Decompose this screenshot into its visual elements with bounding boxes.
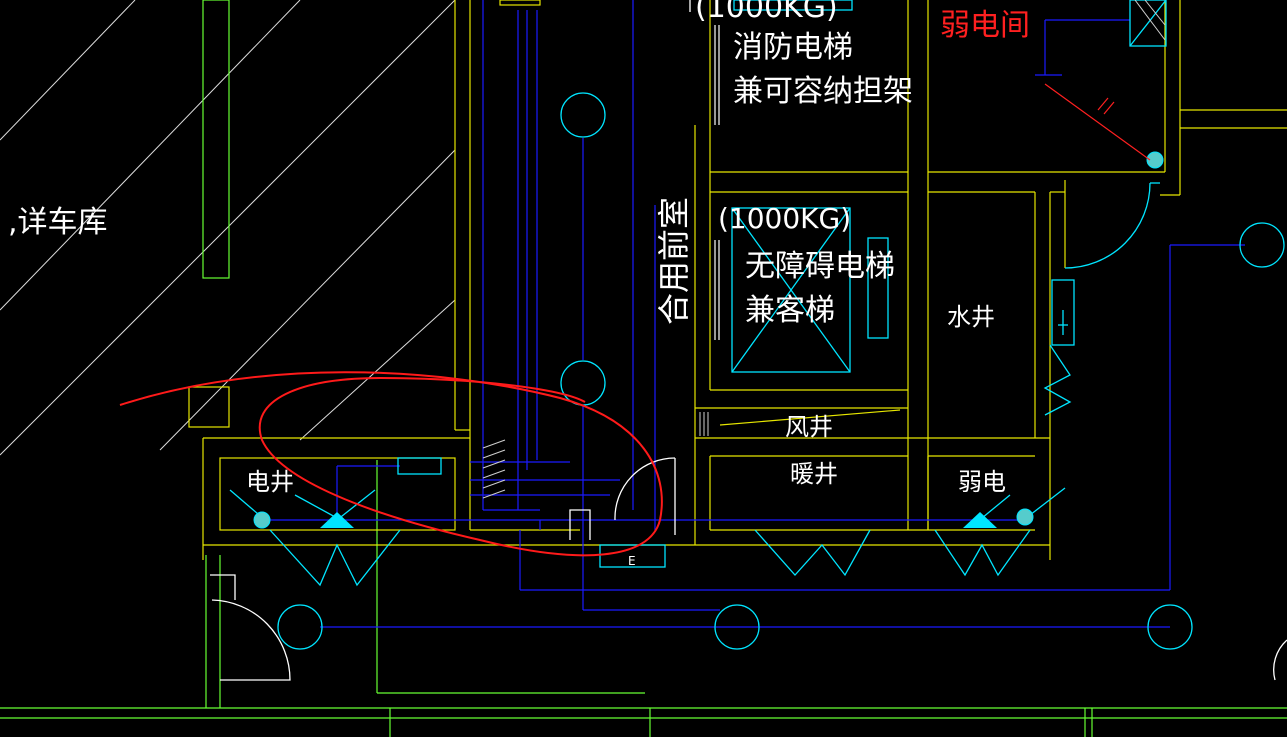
weak-current-room-label: 弱电间 [940,8,1030,43]
door-tag-label: E [628,554,636,568]
red-markup-annotation [119,371,663,557]
white-doors [210,0,1287,681]
red-leader [1044,83,1151,161]
shared-room-label: 合用前室 [655,197,693,325]
access-elevator-label-line2: 兼客梯 [745,293,835,328]
electric-shaft-label: 电井 [246,468,294,496]
axis-circle-5 [1147,604,1193,650]
blue-pipes [260,0,1245,628]
garage-note-label: ,详车库 [8,205,108,240]
water-shaft-label: 水井 [947,303,995,331]
ramp-hatch [0,0,456,456]
cyan-valve-symbols [320,512,997,528]
top-elevator-capacity-label: (1000KG) [695,0,838,25]
valve-triangle-right [963,512,997,528]
fire-elevator-label-line1: 消防电梯 [733,30,853,65]
axis-circle-4 [714,604,760,650]
access-elevator-capacity-label: (1000KG) [718,202,851,235]
fire-elevator-label-line2: 兼可容纳担架 [733,74,913,109]
pipe-hatches [482,0,1166,499]
axis-circle-1 [560,92,606,138]
labels: (1000KG) 消防电梯 兼可容纳担架 弱电间 ,详车库 合用前室 (1000… [8,0,1030,568]
yellow-walls [188,0,1287,560]
air-shaft-label: 风井 [785,413,833,441]
white-door-jambs [714,25,720,340]
axis-circle-3 [277,604,323,650]
heating-shaft-label: 暖井 [790,460,838,488]
elevator-car-access [731,207,851,373]
hatched-circle-symbols [253,151,1164,529]
weak-current-shaft-label: 弱电 [958,468,1006,496]
cyan-axis-marks [229,0,1285,650]
valve-triangle-left [320,512,354,528]
access-elevator-label-line1: 无障碍电梯 [745,249,895,284]
axis-circle-6 [1239,222,1285,268]
